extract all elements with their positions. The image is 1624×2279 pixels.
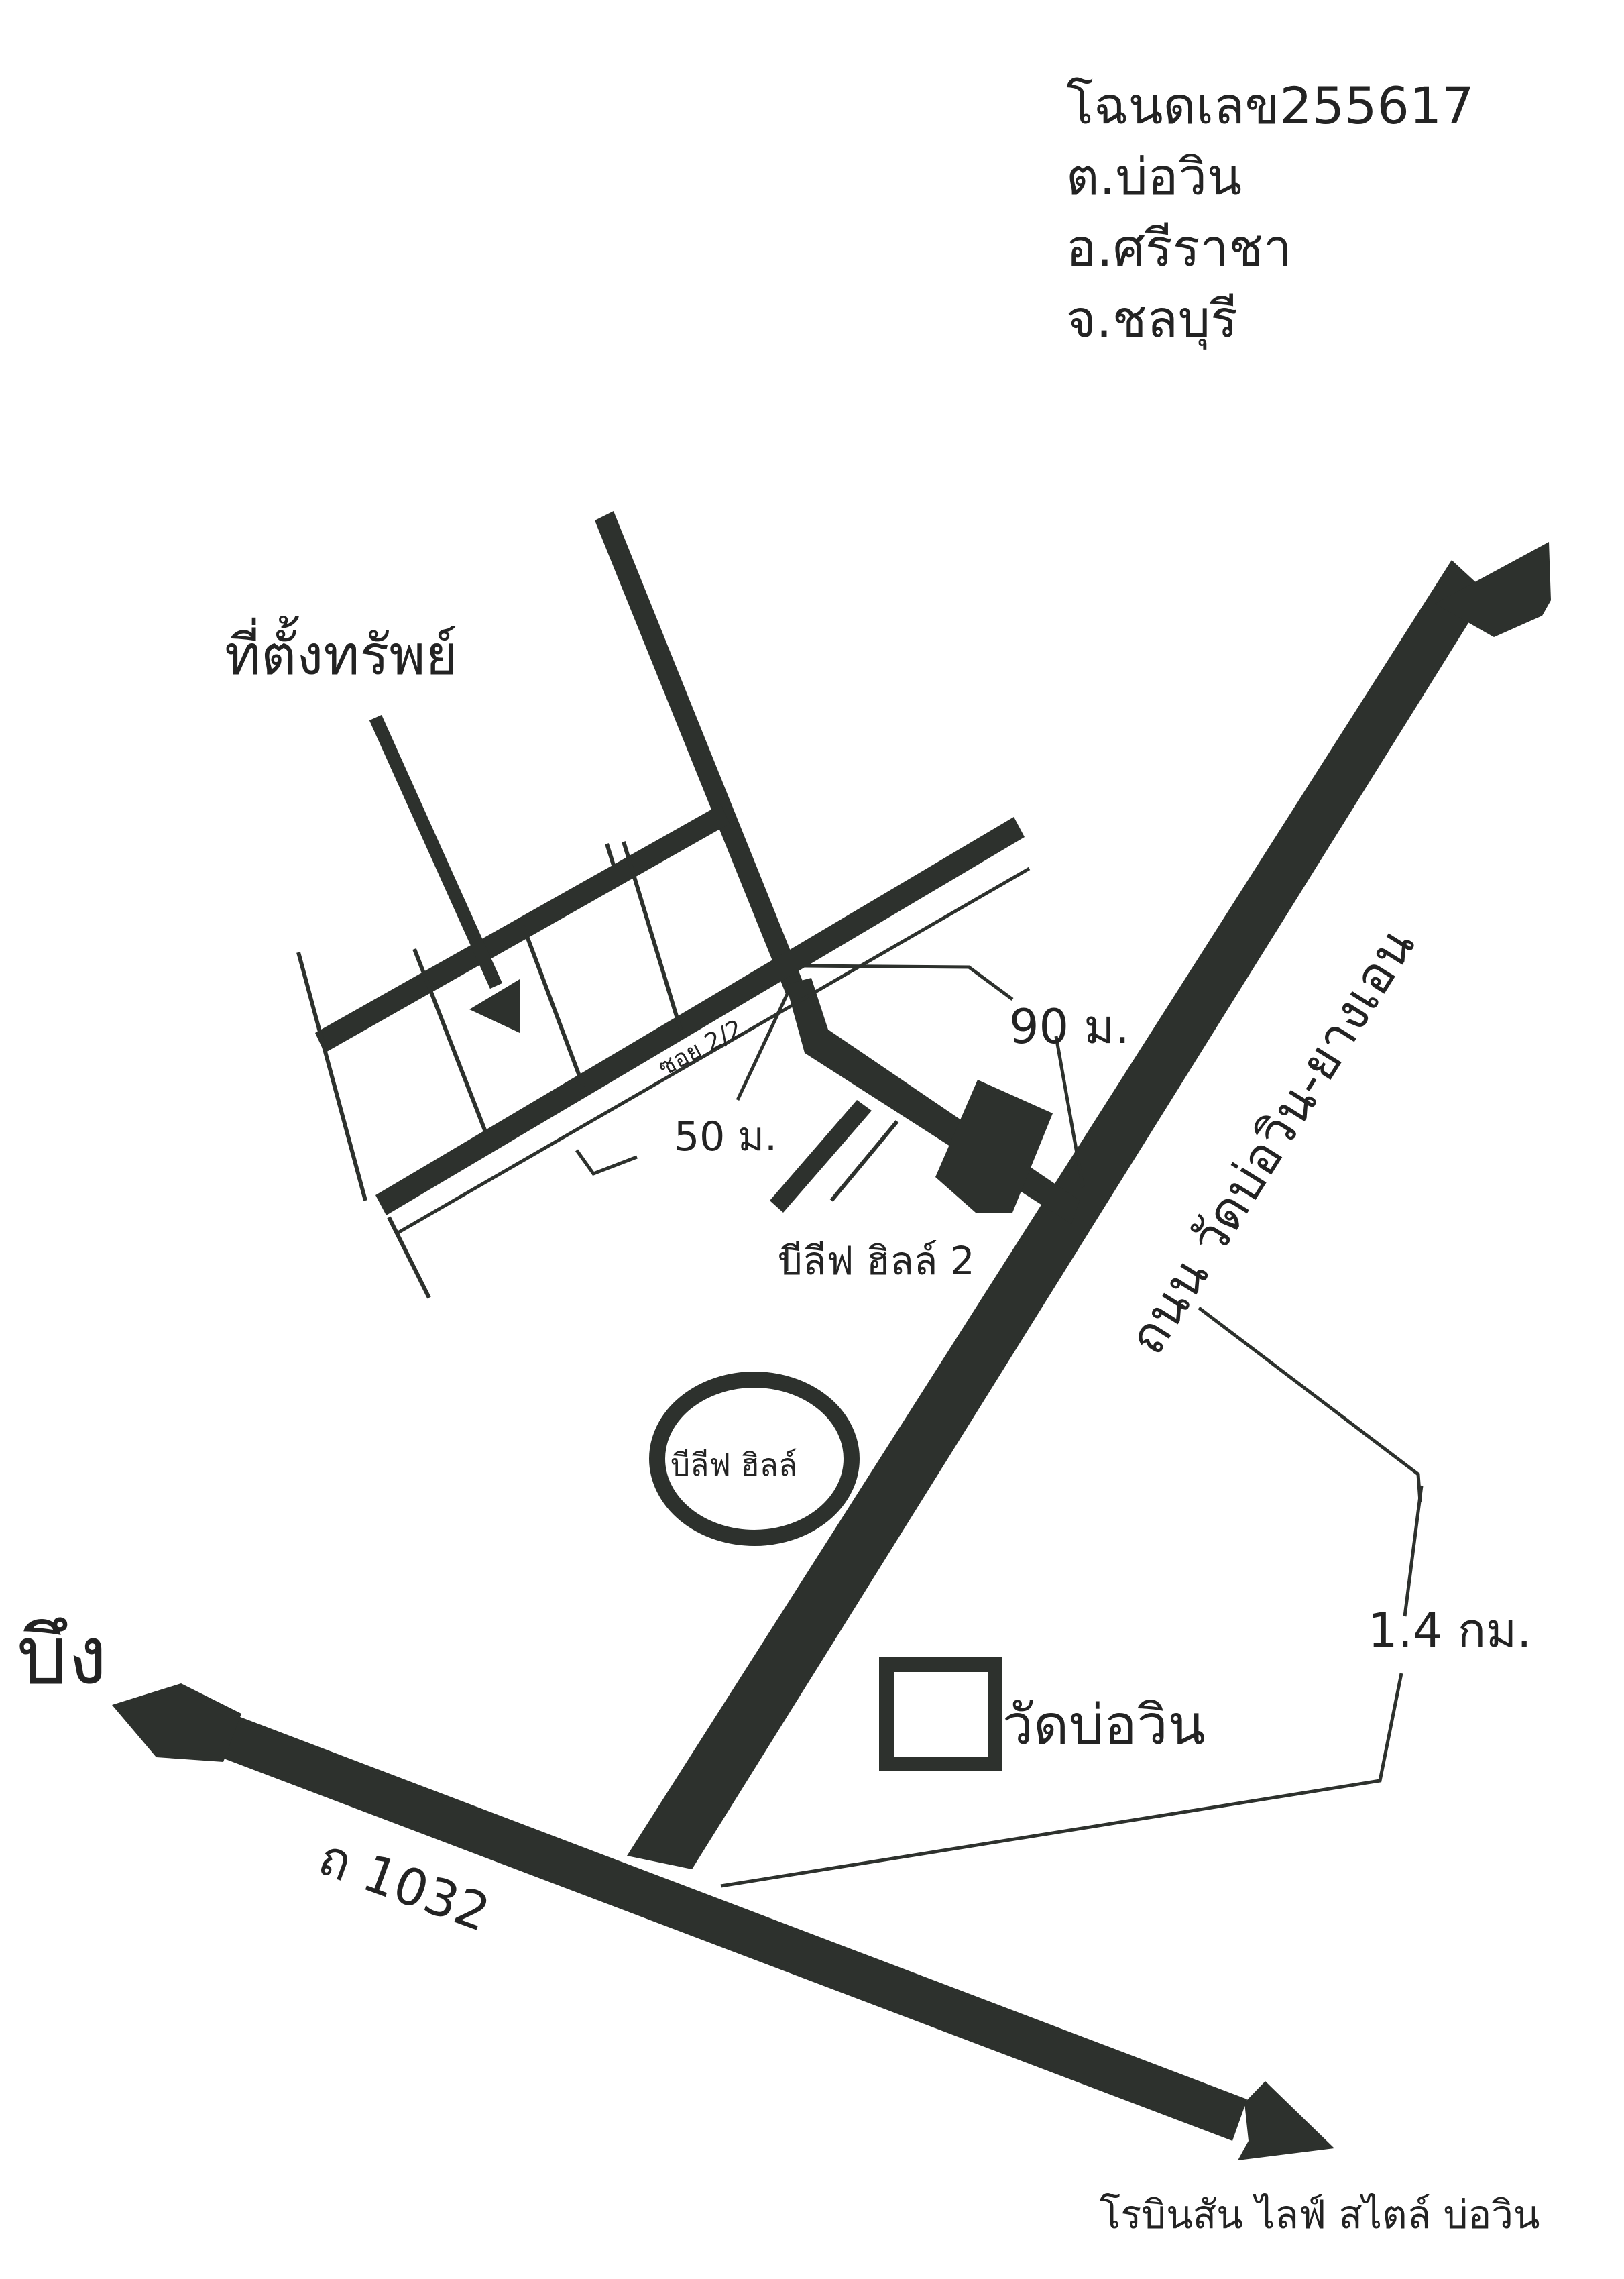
plot-line-2	[412, 948, 488, 1135]
property-location-label: ที่ตั้งทรัพย์	[225, 616, 458, 687]
plot-line-5	[387, 1216, 431, 1299]
property-roads	[315, 511, 1080, 1224]
dim-50-leader	[736, 991, 790, 1101]
plot-line-3	[521, 924, 585, 1088]
dist-50-label: 50 ม.	[674, 1113, 777, 1160]
temple-label: วัดบ่อวิน	[1002, 1693, 1206, 1757]
main-road	[627, 542, 1551, 1869]
plot-line-4	[622, 841, 683, 1030]
plot-line-1	[296, 952, 367, 1201]
dim-14-bottom	[720, 1673, 1403, 1888]
biff-hill-2-label: บีลีฟ ฮิลล์ 2	[778, 1238, 975, 1284]
temple-icon	[879, 1657, 1002, 1771]
bueng-label: บึง	[17, 1610, 107, 1703]
down-arrow-icon	[469, 979, 520, 1033]
property-arrow-shaft	[369, 714, 503, 989]
dist-1-4-label: 1.4 กม.	[1368, 1603, 1531, 1658]
soi-parallel-line	[394, 867, 1031, 1236]
dim-14-top	[1198, 1307, 1422, 1503]
plot-tick	[605, 843, 616, 866]
biff-hill-ring	[649, 1372, 860, 1546]
thin-lines	[296, 841, 1424, 1888]
strip-edge-line	[829, 1120, 899, 1202]
highway-1032	[112, 1683, 1334, 2160]
side-strip	[770, 1100, 872, 1213]
dim-90-end	[1054, 1036, 1085, 1188]
main-road-arrow-icon	[1435, 542, 1551, 637]
robinson-label: โรบินสัน ไลฟ์ สไตล์ บ่อวิน	[1100, 2192, 1540, 2237]
dim-50-start	[575, 1149, 638, 1176]
property-arrow	[369, 714, 520, 1033]
highway-band	[213, 1714, 1247, 2141]
bueng-arrow-icon	[112, 1683, 241, 1762]
deed-district: อ.ศรีราชา	[1066, 218, 1292, 278]
deed-number: โฉนดเลข255617	[1066, 76, 1474, 135]
robinson-arrow-icon	[1238, 2081, 1334, 2160]
north-road	[595, 511, 805, 994]
deed-subdistrict: ต.บ่อวิน	[1066, 147, 1242, 207]
main-road-label: ถนน วัดบ่อวิน-ยางเอน	[1116, 918, 1426, 1364]
dim-90-leader	[804, 964, 1014, 1001]
soi-road	[375, 817, 1025, 1215]
biff-hill-label: บีลีฟ ฮิลล์	[671, 1447, 797, 1483]
dim-14-upper-stem	[1403, 1485, 1424, 1617]
deed-province: จ.ชลบุรี	[1066, 289, 1238, 349]
dist-90-label: 90 ม.	[1009, 999, 1130, 1054]
biff-hill-2-block	[935, 1080, 1053, 1213]
deed-info: โฉนดเลข255617 ต.บ่อวิน อ.ศรีราชา จ.ชลบุร…	[1066, 70, 1474, 355]
